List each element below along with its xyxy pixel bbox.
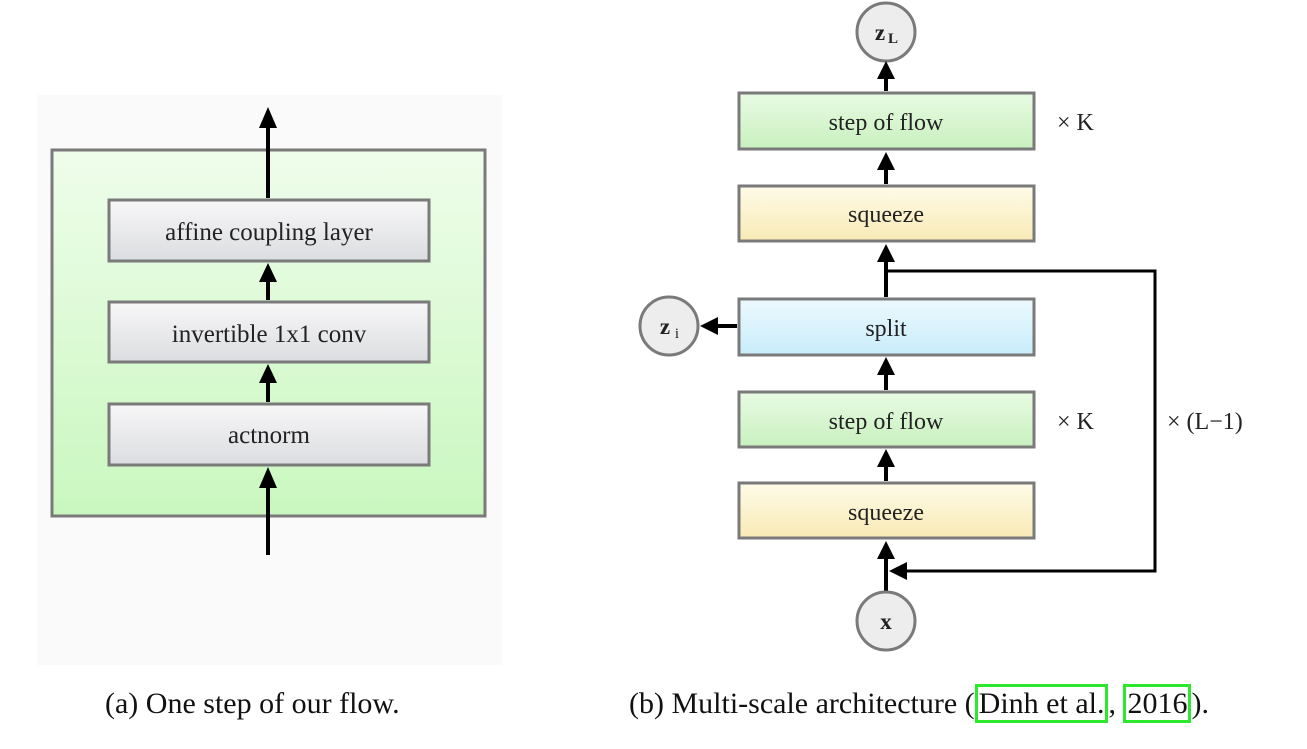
citation-author-link[interactable]: Dinh et al. bbox=[974, 684, 1109, 723]
citation-year-link[interactable]: 2016 bbox=[1123, 684, 1192, 723]
repeat-k-bottom-label: × K bbox=[1057, 409, 1095, 435]
caption-b-suffix: ). bbox=[1191, 687, 1209, 720]
arrow-to-zL bbox=[877, 61, 895, 91]
zi-node: z i bbox=[638, 295, 700, 357]
multiscale-diagram: z L step of flow × K squeeze bbox=[638, 1, 1243, 652]
invertible-conv-block: invertible 1x1 conv bbox=[107, 300, 431, 364]
zi-node-label: z bbox=[660, 314, 670, 339]
step-of-flow-top-label: step of flow bbox=[829, 110, 944, 136]
arrow-squeeze-to-step-top bbox=[877, 152, 895, 184]
repeat-k-top-label: × K bbox=[1057, 110, 1095, 136]
arrow-x-to-squeeze bbox=[877, 541, 895, 591]
squeeze-top-label: squeeze bbox=[848, 202, 924, 228]
flow-step-diagram: actnorm invertible 1x1 conv affine coupl… bbox=[37, 95, 502, 665]
caption-a-text: (a) One step of our flow. bbox=[105, 687, 400, 720]
loop-path bbox=[886, 269, 1157, 580]
actnorm-block: actnorm bbox=[107, 402, 431, 467]
zL-node-label: z bbox=[875, 20, 885, 45]
split-block: split bbox=[737, 297, 1036, 357]
caption-b-prefix: (b) Multi-scale architecture ( bbox=[629, 687, 975, 720]
caption-b: (b) Multi-scale architecture (Dinh et al… bbox=[629, 682, 1209, 726]
squeeze-bottom-label: squeeze bbox=[848, 500, 924, 526]
arrow-split-to-zi bbox=[700, 317, 737, 335]
invertible-conv-label: invertible 1x1 conv bbox=[172, 321, 367, 348]
repeat-loop-label: × (L−1) bbox=[1167, 409, 1243, 435]
affine-coupling-block: affine coupling layer bbox=[107, 198, 431, 263]
arrow-step-to-split bbox=[877, 357, 895, 390]
split-label: split bbox=[865, 316, 907, 342]
squeeze-bottom-block: squeeze bbox=[737, 481, 1036, 540]
zi-node-subscript: i bbox=[675, 326, 679, 342]
step-of-flow-top-block: step of flow bbox=[737, 91, 1036, 151]
affine-coupling-label: affine coupling layer bbox=[165, 219, 373, 246]
arrow-split-to-squeeze-top bbox=[877, 244, 895, 297]
zL-node-subscript: L bbox=[888, 31, 898, 47]
step-of-flow-bottom-label: step of flow bbox=[829, 409, 944, 435]
squeeze-top-block: squeeze bbox=[737, 184, 1036, 243]
x-node-label: x bbox=[880, 609, 892, 634]
arrow-conv-to-coupling bbox=[259, 263, 277, 300]
step-of-flow-bottom-block: step of flow bbox=[737, 390, 1036, 449]
x-node: x bbox=[855, 590, 917, 652]
input-arrow bbox=[259, 467, 277, 555]
arrow-squeeze-to-step-bottom bbox=[877, 449, 895, 481]
zL-node: z L bbox=[855, 1, 917, 63]
arrow-actnorm-to-conv bbox=[259, 364, 277, 402]
output-arrow bbox=[259, 107, 277, 198]
citation-separator: , bbox=[1108, 687, 1124, 720]
caption-a: (a) One step of our flow. bbox=[105, 682, 400, 726]
actnorm-label: actnorm bbox=[228, 422, 310, 449]
